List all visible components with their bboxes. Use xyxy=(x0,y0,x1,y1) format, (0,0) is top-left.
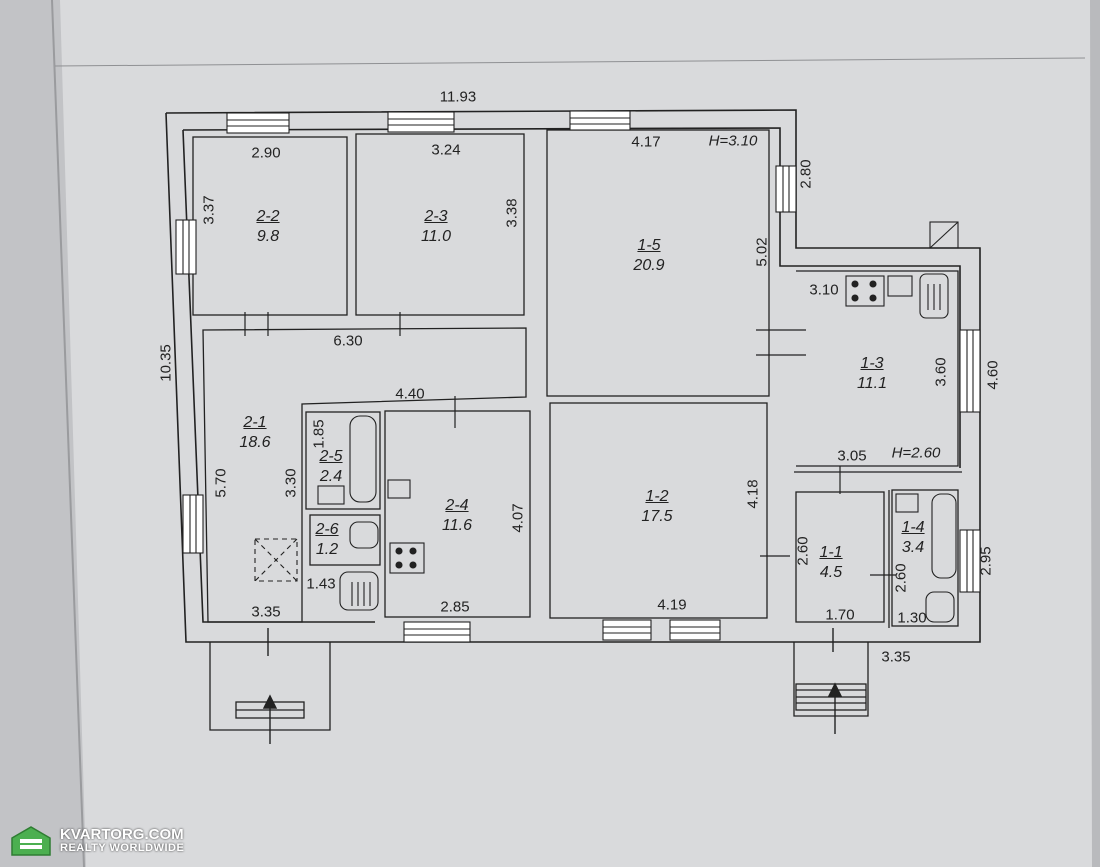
room-area: 18.6 xyxy=(239,434,271,451)
room-2-6-outline xyxy=(309,514,381,566)
dim-room-2-1-height: 5.70 xyxy=(212,468,230,498)
ceiling-height-annex: H=2.60 xyxy=(891,444,941,462)
room-1-4-outline xyxy=(891,489,959,627)
dim-room-1-2-height: 4.18 xyxy=(744,479,762,509)
sink-icon xyxy=(895,493,919,513)
house-logo-icon xyxy=(11,826,51,856)
sink-icon xyxy=(317,485,345,505)
dim-annex-bottom: 3.35 xyxy=(881,648,911,666)
dim-room-1-2-bottom: 4.19 xyxy=(657,596,687,614)
dim-total-width: 11.93 xyxy=(439,88,477,106)
chimney-vent-icon xyxy=(929,221,959,249)
dim-right-total: 4.60 xyxy=(984,360,1002,390)
dim-room-2-2-height: 3.37 xyxy=(200,195,218,225)
dim-room-1-1-height: 2.60 xyxy=(794,536,812,566)
dim-room-2-6-width: 1.43 xyxy=(306,575,336,593)
dim-room-2-4-bottom: 2.85 xyxy=(440,598,470,616)
dim-room-1-5-width: 4.17 xyxy=(631,133,661,151)
watermark-name: KVARTORG.COM xyxy=(60,826,184,844)
dim-right-wall-upper: 2.80 xyxy=(797,159,815,189)
dim-room-1-1-top: 3.05 xyxy=(837,447,867,465)
dim-room-1-3-width: 3.10 xyxy=(809,281,839,299)
stove-icon xyxy=(389,542,425,574)
room-area: 1.2 xyxy=(315,541,339,558)
room-number: 2-1 xyxy=(243,414,267,431)
dim-right-wall-lower: 2.95 xyxy=(977,546,995,576)
dim-room-2-2-width: 2.90 xyxy=(251,144,281,162)
dim-room-1-3-height: 3.60 xyxy=(932,357,950,387)
dim-hall-width: 6.30 xyxy=(333,332,363,350)
toilet-icon xyxy=(349,521,379,549)
room-2-1-outline xyxy=(202,327,527,623)
room-number: 2-6 xyxy=(315,521,339,538)
chimney-icon xyxy=(254,538,298,582)
room-area: 17.5 xyxy=(641,508,673,525)
dim-room-2-5-height: 3.30 xyxy=(282,468,300,498)
watermark-tagline: REALTY WORLDWIDE xyxy=(60,842,185,855)
room-area: 11.0 xyxy=(421,228,451,245)
sink-icon xyxy=(887,275,913,297)
room-area: 11.6 xyxy=(442,517,472,534)
dim-total-height: 10.35 xyxy=(157,344,175,382)
door-marks xyxy=(244,312,896,576)
ceiling-height-main: H=3.10 xyxy=(708,132,758,150)
toilet-icon xyxy=(925,591,955,623)
sink-icon xyxy=(387,479,411,499)
room-number: 2-4 xyxy=(445,497,469,514)
radiator-icon xyxy=(919,273,949,319)
room-number: 1-3 xyxy=(860,355,884,372)
dim-room-1-5-height: 5.02 xyxy=(753,237,771,267)
room-number: 2-5 xyxy=(319,448,343,465)
room-area: 4.5 xyxy=(819,564,843,581)
entry-arrows xyxy=(262,628,843,744)
room-area: 9.8 xyxy=(256,228,280,245)
room-1-5-label: 1-5 20.9 xyxy=(633,236,664,276)
stove-icon xyxy=(845,275,885,307)
dim-room-2-4-height: 4.07 xyxy=(509,503,527,533)
dim-room-2-3-width: 3.24 xyxy=(431,141,461,159)
bathtub-icon xyxy=(349,415,377,503)
room-area: 3.4 xyxy=(901,539,925,556)
fixtures xyxy=(254,221,959,623)
room-number: 1-1 xyxy=(819,544,843,561)
watermark-logo: KVARTORG.COM REALTY WORLDWIDE xyxy=(8,824,184,858)
dim-room-1-4-height: 2.60 xyxy=(892,563,910,593)
room-area: 20.9 xyxy=(633,257,665,274)
room-2-4-outline xyxy=(384,410,531,618)
room-area: 2.4 xyxy=(319,468,343,485)
room-number: 1-5 xyxy=(637,237,661,254)
room-2-3-outline xyxy=(355,133,525,316)
room-number: 1-2 xyxy=(645,488,669,505)
room-area: 11.1 xyxy=(857,375,887,392)
windows xyxy=(175,110,981,643)
room-1-5-outline xyxy=(546,129,770,397)
radiator-icon xyxy=(339,571,379,611)
dim-room-2-5-width: 1.85 xyxy=(310,419,328,449)
room-2-3-label: 2-3 11.0 xyxy=(421,207,451,247)
room-1-3-label: 1-3 11.1 xyxy=(857,354,887,394)
dim-room-2-4-top: 4.40 xyxy=(395,385,425,403)
room-number: 1-4 xyxy=(901,519,925,536)
room-2-1-label: 2-1 18.6 xyxy=(239,413,270,453)
room-2-5-outline xyxy=(305,411,381,510)
dim-room-1-1-bottom: 1.70 xyxy=(825,606,855,624)
dim-room-2-3-height: 3.38 xyxy=(503,198,521,228)
bathtub-icon xyxy=(931,493,957,579)
room-1-2-label: 1-2 17.5 xyxy=(641,487,672,527)
dim-room-2-1-bottom: 3.35 xyxy=(251,603,281,621)
room-1-2-outline xyxy=(549,402,768,619)
room-2-4-label: 2-4 11.6 xyxy=(442,496,472,536)
room-1-3-outline xyxy=(796,270,959,467)
room-number: 2-2 xyxy=(256,208,280,225)
dim-room-1-4-bottom: 1.30 xyxy=(897,609,927,627)
room-number: 2-3 xyxy=(424,208,448,225)
